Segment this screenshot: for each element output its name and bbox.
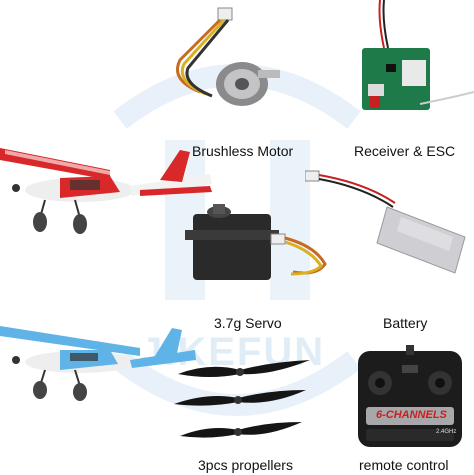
- battery-image: [305, 170, 466, 274]
- label-brushless-motor: Brushless Motor: [192, 143, 294, 159]
- red-plane-image: [0, 148, 212, 234]
- label-remote-control: remote control: [359, 457, 449, 473]
- remote-channels-text: 6-CHANNELS: [376, 409, 447, 421]
- label-servo: 3.7g Servo: [214, 315, 282, 331]
- propellers-image: [174, 360, 310, 438]
- remote-band-text: 2.4GHz: [436, 429, 457, 435]
- brushless-motor-image: [176, 7, 280, 106]
- receiver-esc-image: [362, 0, 474, 110]
- blue-plane-image: [0, 326, 196, 401]
- remote-control-image: 6-CHANNELS 2.4GHz: [356, 345, 464, 449]
- label-receiver-esc: Receiver & ESC: [354, 143, 456, 159]
- label-propellers: 3pcs propellers: [198, 457, 293, 473]
- remote-body: [358, 345, 462, 447]
- servo-image: [185, 204, 327, 280]
- label-battery: Battery: [383, 315, 428, 331]
